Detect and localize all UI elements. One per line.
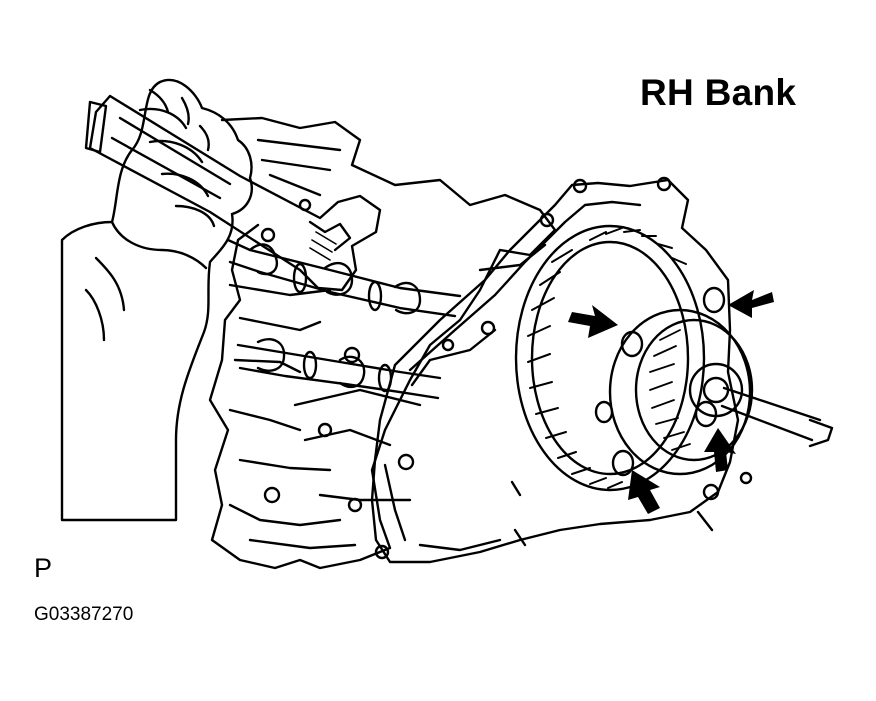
callout-arrow bbox=[728, 290, 774, 318]
gear-bolts bbox=[594, 286, 726, 477]
engine-block bbox=[208, 116, 557, 570]
hand bbox=[60, 78, 253, 522]
camshaft-upper bbox=[226, 238, 462, 318]
callout-arrow bbox=[704, 428, 736, 472]
timing-sprocket bbox=[514, 224, 706, 492]
callout-arrow bbox=[628, 470, 660, 514]
view-marker: P bbox=[34, 553, 53, 583]
callout-arrow bbox=[568, 305, 618, 338]
callout-arrows bbox=[568, 290, 774, 514]
vvt-gear bbox=[608, 308, 834, 476]
bank-title: RH Bank bbox=[640, 72, 797, 113]
figure-code: G03387270 bbox=[34, 604, 134, 625]
timing-cover bbox=[370, 176, 753, 564]
camshaft-lower bbox=[236, 338, 442, 400]
